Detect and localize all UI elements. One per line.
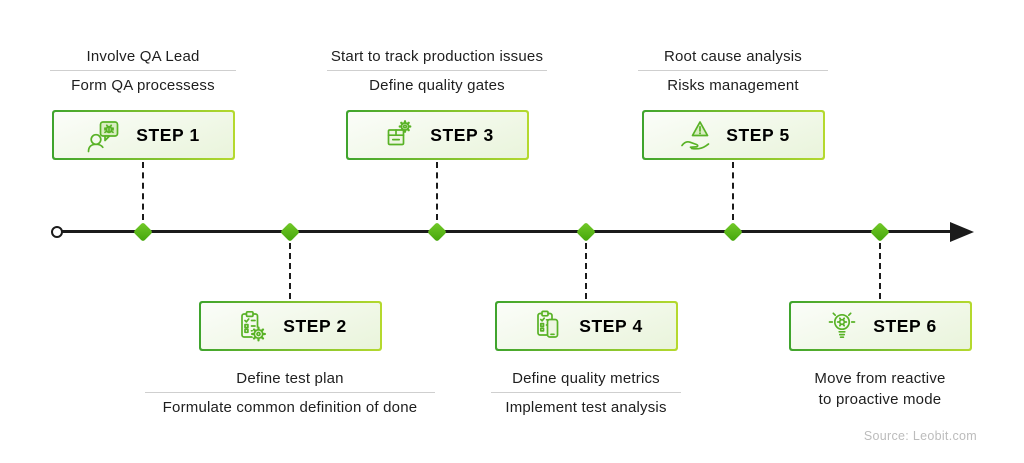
step-1-labels: Involve QA Lead Form QA processess [50,46,236,96]
step-5-group: Root cause analysis Risks management STE… [638,46,828,160]
step-6-title: STEP 6 [873,315,937,336]
step-2-label-primary: Define test plan [236,370,344,387]
step-4-label-secondary: Implement test analysis [505,399,667,416]
step-2-badge: STEP 2 [198,301,382,351]
step-2-label-secondary: Formulate common definition of done [162,399,418,416]
step-5-label-secondary: Risks management [667,77,799,94]
step-5-label-divider [638,70,828,71]
step-3-connector [436,162,438,220]
step-3-label-primary: Start to track production issues [330,48,544,65]
test-plan-checklist-gear-icon [241,310,267,342]
timeline-marker-step-4 [576,222,596,242]
timeline-arrowhead-icon [950,222,974,242]
step-1-label-divider [50,70,236,71]
step-5-title: STEP 5 [726,124,790,145]
step-6-labels: Move from reactive to proactive mode [780,368,980,410]
step-6-label-line2: to proactive mode [818,391,942,408]
step-3-group: Start to track production issues Define … [327,46,547,160]
step-2-label-divider [145,392,435,393]
step-4-connector [585,243,587,299]
risk-hand-warning-icon [681,121,710,150]
step-2-group: STEP 2 Define test plan Formulate common… [145,301,435,418]
timeline-marker-step-6 [870,222,890,242]
step-2-labels: Define test plan Formulate common defini… [145,368,435,418]
step-1-title: STEP 1 [136,124,200,145]
step-5-label-primary: Root cause analysis [663,48,803,65]
proactive-bulb-gear-icon [828,312,856,339]
quality-metrics-clipboard-phone-icon [537,310,559,338]
step-4-labels: Define quality metrics Implement test an… [491,368,681,418]
step-1-connector [142,162,144,220]
timeline-start-circle [51,226,63,238]
production-package-gear-icon [387,120,412,146]
timeline-marker-step-1 [133,222,153,242]
step-3-badge: STEP 3 [345,110,529,160]
timeline-marker-step-5 [723,222,743,242]
step-4-badge: STEP 4 [494,301,678,351]
step-1-group: Involve QA Lead Form QA processess STEP … [50,46,236,160]
step-3-label-divider [327,70,547,71]
source-credit: Source: Leobit.com [863,429,977,443]
step-3-title: STEP 3 [430,124,494,145]
step-1-label-primary: Involve QA Lead [86,48,200,65]
step-1-label-secondary: Form QA processess [71,77,215,94]
step-4-label-primary: Define quality metrics [512,370,660,387]
step-4-label-divider [491,392,681,393]
step-6-label-line1: Move from reactive [814,370,946,387]
timeline-axis [57,230,954,233]
step-5-connector [732,162,734,220]
step-3-label-secondary: Define quality gates [369,77,505,94]
step-3-labels: Start to track production issues Define … [327,46,547,96]
timeline-marker-step-2 [280,222,300,242]
timeline-marker-step-3 [427,222,447,242]
qa-lead-bug-chat-icon [87,121,119,153]
step-6-group: STEP 6 Move from reactive to proactive m… [780,301,980,410]
step-4-group: STEP 4 Define quality metrics Implement … [491,301,681,418]
step-6-badge: STEP 6 [788,301,972,351]
step-2-title: STEP 2 [283,315,347,336]
step-6-connector [879,243,881,299]
step-1-badge: STEP 1 [51,110,235,160]
step-2-connector [289,243,291,299]
step-5-labels: Root cause analysis Risks management [638,46,828,96]
step-4-title: STEP 4 [579,315,643,336]
step-5-badge: STEP 5 [641,110,825,160]
